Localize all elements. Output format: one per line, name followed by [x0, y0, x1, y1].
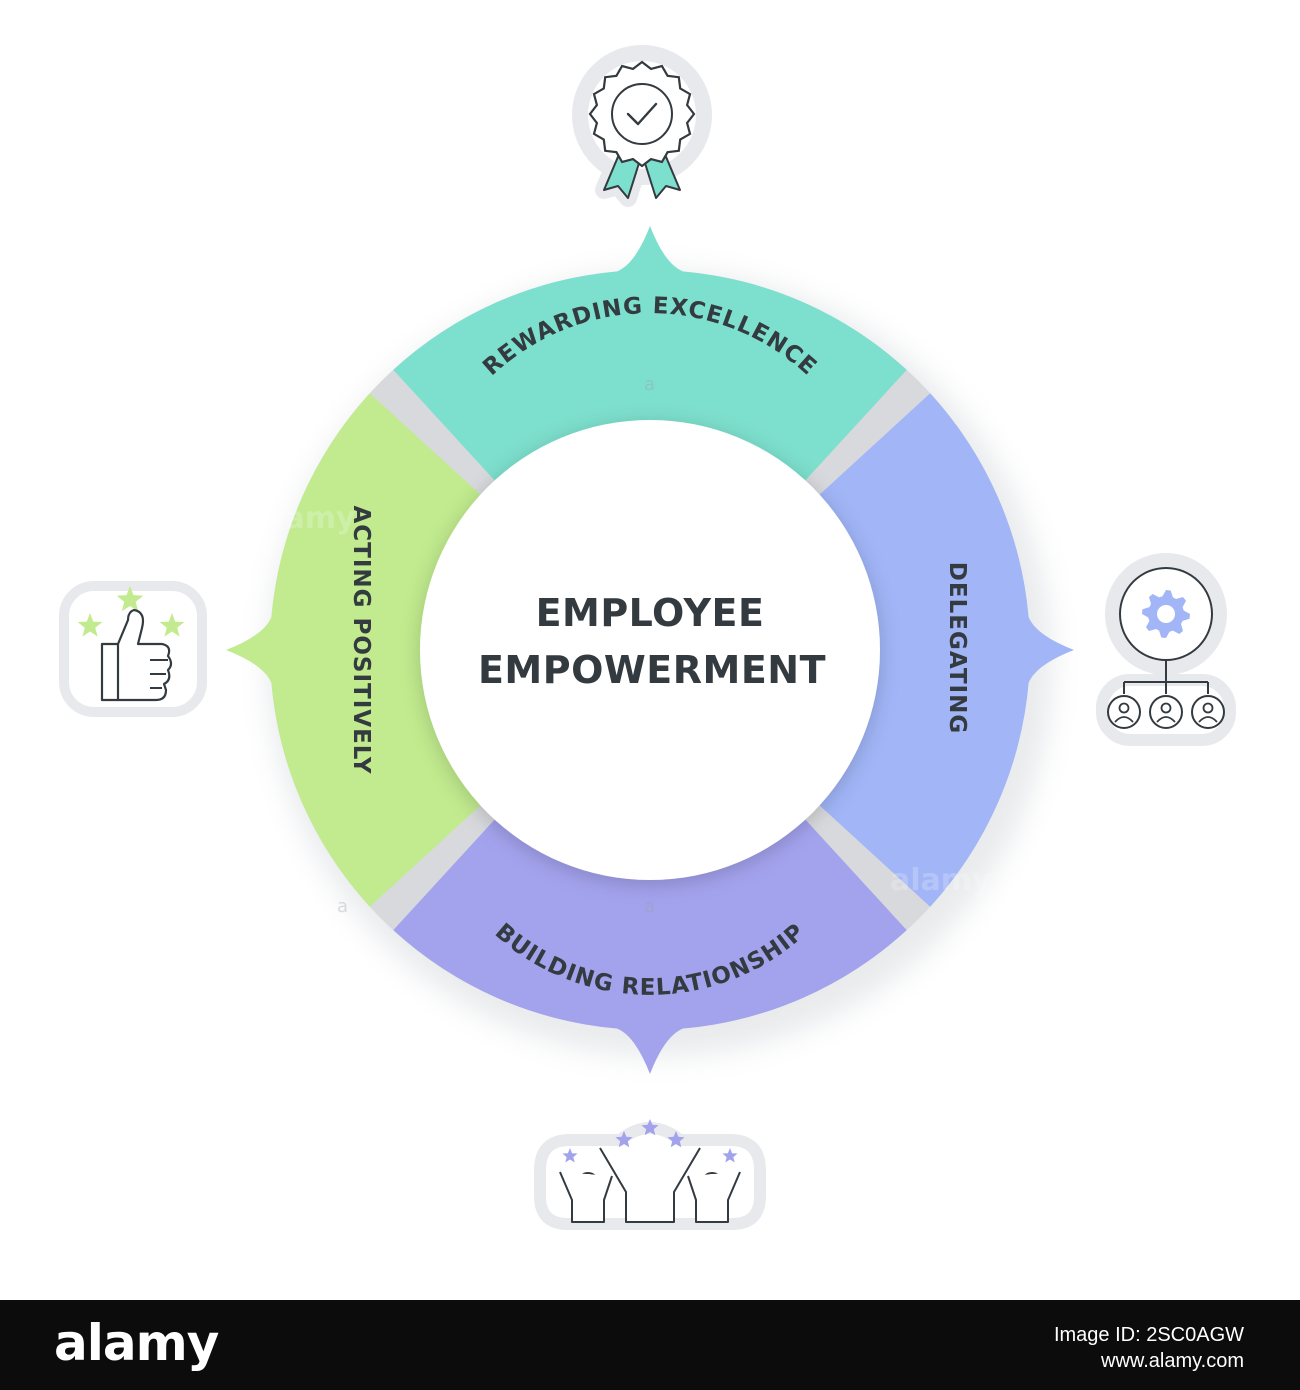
- award-badge-checkmark-icon: [572, 45, 712, 207]
- gear-team-hierarchy-icon: [1096, 553, 1236, 746]
- watermark-logo: alamy: [890, 863, 992, 898]
- segment-right: [812, 393, 1074, 907]
- watermark-letter: a: [337, 896, 348, 917]
- center-title-line-1: EMPLOYEE: [536, 591, 765, 635]
- center-circle: [420, 420, 880, 880]
- site-url[interactable]: www.alamy.com: [1101, 1350, 1244, 1372]
- footer-logo[interactable]: alamy: [54, 1314, 219, 1372]
- cheering-team-stars-icon: [534, 1119, 766, 1230]
- footer-bar: alamy Image ID: 2SC0AGW www.alamy.com: [0, 1300, 1300, 1390]
- watermark-logo: alamy: [1048, 501, 1150, 536]
- thumbs-up-stars-icon: [59, 581, 207, 717]
- segment-top: [393, 226, 907, 488]
- segment-label-delegating: DELEGATING: [944, 562, 970, 734]
- watermark-letter: a: [644, 896, 655, 917]
- segment-label-acting-positively: ACTING POSITIVELY: [348, 505, 374, 774]
- segment-bottom: [393, 812, 907, 1074]
- footer-meta: Image ID: 2SC0AGW www.alamy.com: [1054, 1322, 1244, 1374]
- image-id-label: Image ID: 2SC0AGW: [1053, 1324, 1244, 1346]
- segment-left: [226, 393, 488, 907]
- employee-empowerment-diagram: REWARDING EXCELLENCE BUILDING RELATIONSH…: [59, 45, 1236, 1230]
- watermark-logo: alamy: [254, 501, 356, 536]
- center-title-line-2: EMPOWERMENT: [478, 648, 826, 692]
- watermark-letter: a: [644, 374, 655, 395]
